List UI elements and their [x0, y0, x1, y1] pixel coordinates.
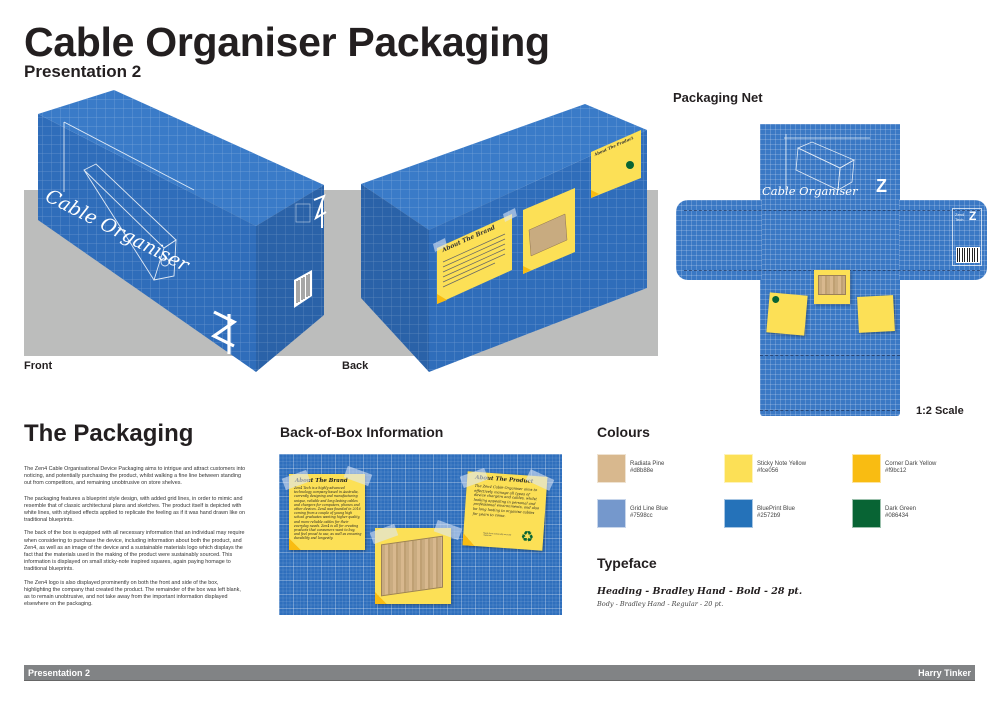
page-title: Cable Organiser Packaging [24, 19, 550, 65]
colour-swatch-item: Grid Line Blue #7598cc [597, 499, 668, 528]
front-box-render: Cable Organiser [24, 90, 334, 390]
net-side-brand: Zen4 Tech [955, 212, 965, 222]
typeface-heading-spec: Heading - Bradley Hand - Bold - 28 pt. [597, 586, 803, 597]
box-top-face [38, 90, 324, 226]
recycle-icon [771, 295, 780, 304]
packaging-net: Cable Organiser Z Zen4 Tech Z [672, 120, 1000, 420]
swatch-hex: #086434 [885, 513, 909, 519]
brand-note-body: Zen4 Tech is a highly advanced technolog… [294, 486, 362, 541]
swatch-hex: #f9bc12 [885, 468, 907, 474]
net-logo-icon: Z [876, 176, 887, 196]
back-info-panel: About The Brand Zen4 Tech is a highly ad… [279, 454, 562, 615]
brand-sticky-note: About The Brand Zen4 Tech is a highly ad… [289, 474, 365, 550]
note-corner [289, 538, 301, 550]
wood-box-image [528, 213, 568, 257]
packaging-paragraph: The packaging features a blueprint style… [24, 495, 246, 524]
net-brand-note [766, 292, 808, 336]
swatch-chip [597, 499, 626, 528]
fold-line [760, 355, 900, 356]
recycle-icon [626, 161, 634, 169]
colour-swatch-item: Sticky Note Yellow #fce056 [724, 454, 806, 483]
product-image-sticky-note [523, 188, 575, 274]
footer-left: Presentation 2 [28, 668, 91, 678]
typeface-heading: Typeface [597, 555, 657, 571]
packaging-body: The Zen4 Cable Organisational Device Pac… [24, 466, 246, 614]
net-side-logo-icon: Z [969, 209, 977, 223]
fold-line [760, 410, 900, 411]
footer-bar: Presentation 2 Harry Tinker [24, 665, 975, 681]
front-box-svg: Cable Organiser [38, 90, 327, 372]
swatch-chip [724, 499, 753, 528]
product-image-sticky-note [375, 528, 451, 604]
net-left-flap [676, 200, 762, 280]
packaging-heading: The Packaging [24, 420, 194, 447]
wood-box-image [818, 275, 846, 295]
swatch-name: Dark Green [885, 506, 917, 512]
swatch-hex: #d8b88e [630, 468, 654, 474]
swatch-name: Grid Line Blue [630, 506, 669, 512]
colour-swatch-item: Radiata Pine #d8b88e [597, 454, 664, 483]
product-sticky-note: About The Product [591, 130, 641, 198]
swatch-name: Corner Dark Yellow [885, 461, 937, 467]
barcode-icon [956, 247, 980, 263]
packaging-paragraph: The back of the box is equipped with all… [24, 530, 245, 573]
box-end-face [361, 184, 429, 372]
product-note-footnote: Made from sustainably sourced materials [483, 532, 512, 538]
back-box-render: About The Brand About The Product [355, 90, 655, 390]
page-subtitle: Presentation 2 [24, 62, 142, 81]
colours-heading: Colours [597, 424, 650, 440]
z4-logo-icon [210, 310, 238, 354]
side-logo-icon [313, 194, 327, 228]
colour-swatch-item: Dark Green #086434 [852, 499, 916, 528]
net-right-flap [899, 200, 987, 280]
typeface-body-spec: Body - Bradley Hand - Regular - 20 pt. [597, 600, 724, 608]
swatch-chip [597, 454, 626, 483]
net-product-note [814, 270, 850, 304]
colour-swatch-item: Corner Dark Yellow #f9bc12 [852, 454, 936, 483]
packaging-paragraph: The Zen4 logo is also displayed prominen… [24, 579, 241, 608]
net-product-sketch-icon [784, 134, 870, 191]
swatch-chip [852, 454, 881, 483]
net-side-brand-box: Zen4 Tech Z [952, 208, 982, 266]
box-top-face [361, 104, 647, 230]
swatch-chip [852, 499, 881, 528]
colour-swatch-item: BluePrint Blue #2572b9 [724, 499, 795, 528]
fold-line [684, 210, 980, 211]
net-heading: Packaging Net [673, 90, 763, 105]
product-note-body: The Zen4 Cable Organiser aims to effecti… [472, 483, 540, 518]
swatch-chip [724, 454, 753, 483]
brand-note-title: About The Brand [295, 478, 348, 484]
swatch-hex: #7598cc [630, 513, 653, 519]
net-product-name: Cable Organiser [762, 184, 858, 198]
swatch-hex: #2572b9 [757, 513, 781, 519]
back-view-label: Back [342, 360, 369, 372]
note-corner [462, 533, 476, 546]
wood-box-image [381, 535, 443, 597]
swatch-hex: #fce056 [757, 468, 779, 474]
footer-right: Harry Tinker [918, 668, 971, 678]
back-info-heading: Back-of-Box Information [280, 424, 444, 440]
front-view-label: Front [24, 360, 53, 372]
swatch-name: Radiata Pine [630, 461, 665, 467]
box-side-face [256, 185, 324, 372]
back-box-svg: About The Brand About The Product [361, 104, 647, 372]
recycle-icon: ♻ [519, 528, 535, 547]
net-info-note [857, 295, 895, 333]
side-brand-box [295, 203, 311, 223]
net-scale-label: 1:2 Scale [916, 405, 964, 417]
swatch-name: BluePrint Blue [757, 506, 796, 512]
swatch-name: Sticky Note Yellow [757, 461, 807, 467]
barcode-icon [294, 270, 312, 308]
product-sketch-icon [63, 121, 195, 281]
packaging-paragraph: The Zen4 Cable Organisational Device Pac… [24, 466, 246, 487]
